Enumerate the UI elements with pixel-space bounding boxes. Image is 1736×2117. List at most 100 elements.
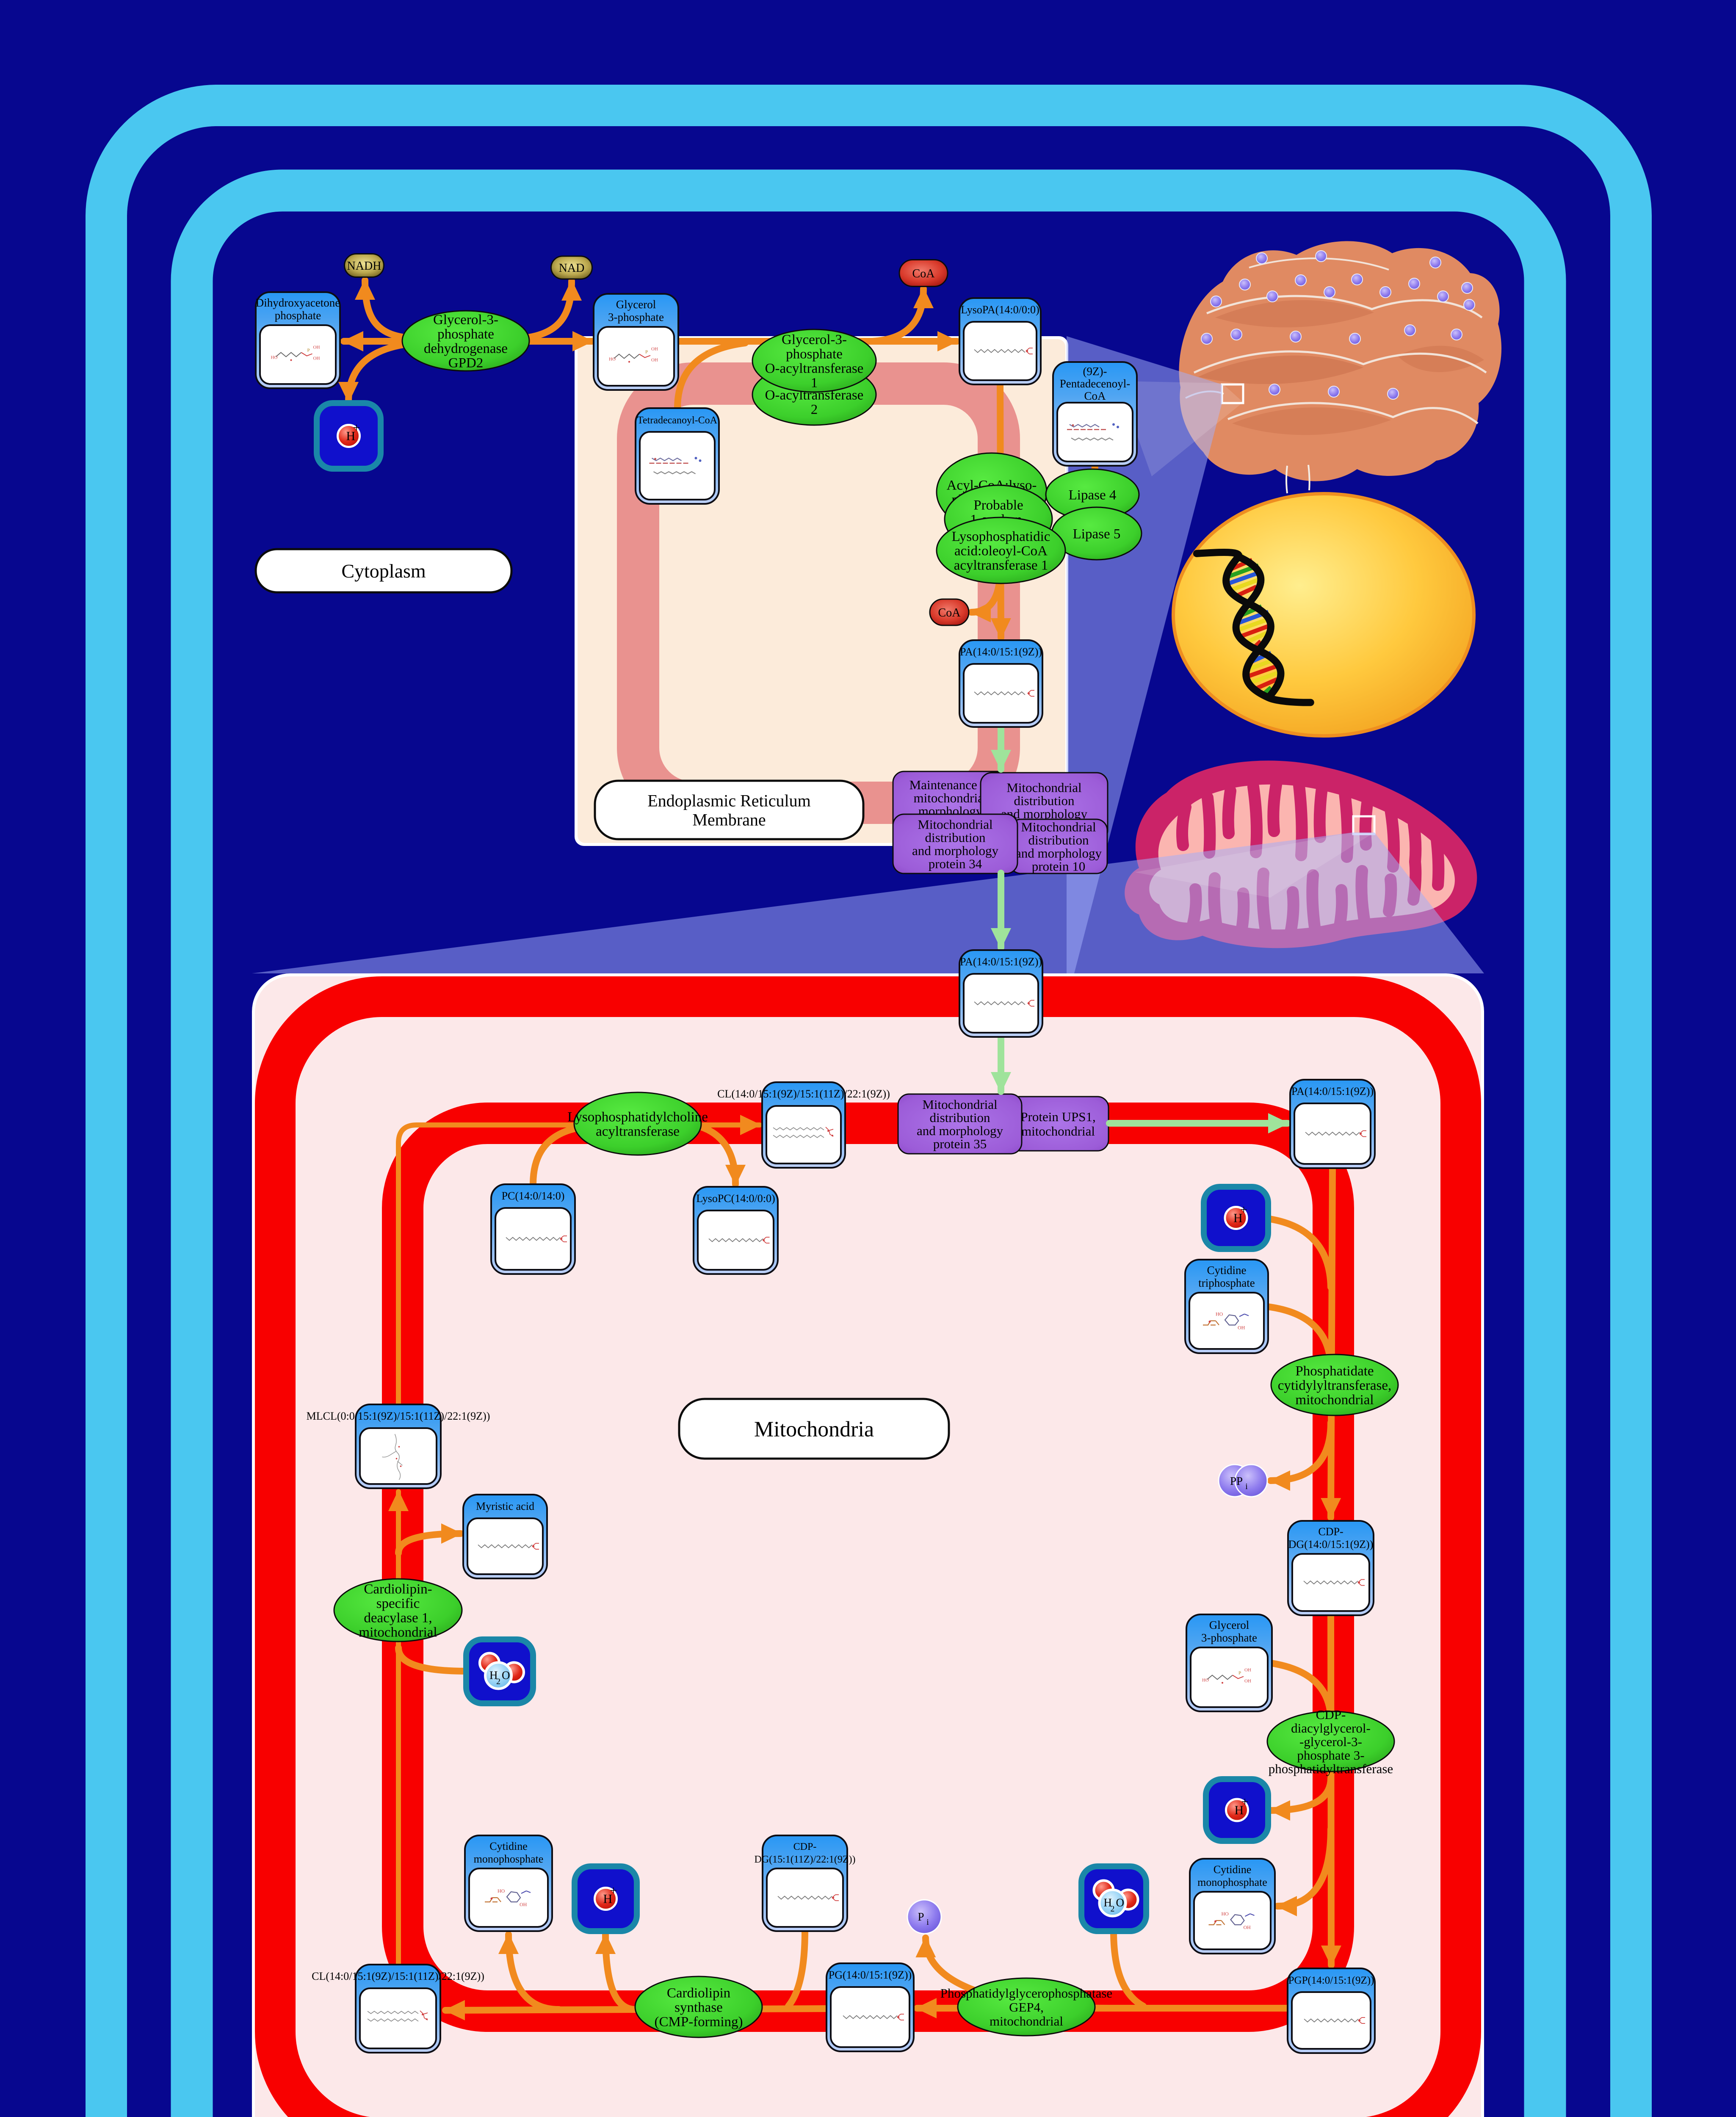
svg-text:phosphatidyltransferase: phosphatidyltransferase — [1269, 1761, 1393, 1776]
svg-text:distribution: distribution — [930, 1110, 990, 1125]
svg-text:Lipase 5: Lipase 5 — [1073, 527, 1121, 542]
svg-text:H: H — [1104, 1896, 1112, 1909]
svg-text:i: i — [926, 1918, 929, 1927]
svg-text:mitochondrial: mitochondrial — [359, 1625, 437, 1640]
svg-text:Lysophosphatidic: Lysophosphatidic — [952, 529, 1050, 544]
svg-text:P: P — [1238, 1671, 1241, 1676]
svg-text:OH: OH — [313, 345, 320, 350]
svg-text:+: + — [1241, 1795, 1249, 1809]
svg-text:protein 10: protein 10 — [1032, 859, 1086, 873]
svg-text:Glycerol-3-: Glycerol-3- — [782, 332, 847, 348]
svg-text:-glycerol-3-: -glycerol-3- — [1299, 1734, 1362, 1749]
svg-text:H: H — [603, 1892, 613, 1906]
svg-text:HO: HO — [1202, 1678, 1209, 1683]
svg-text:CoA: CoA — [938, 606, 961, 619]
svg-text:+: + — [353, 421, 360, 435]
svg-text:protein 34: protein 34 — [929, 856, 982, 871]
svg-text:Cytidine: Cytidine — [1207, 1264, 1247, 1277]
svg-text:OH: OH — [1244, 1668, 1251, 1673]
svg-text:MLCL(0:0/15:1(9Z)/15:1(11Z)/22: MLCL(0:0/15:1(9Z)/15:1(11Z)/22:1(9Z)) — [307, 1410, 490, 1422]
svg-text:distribution: distribution — [1014, 793, 1075, 808]
svg-text:Cytoplasm: Cytoplasm — [341, 560, 426, 582]
svg-text:deacylase 1,: deacylase 1, — [364, 1611, 432, 1626]
svg-text:LysoPC(14:0/0:0): LysoPC(14:0/0:0) — [696, 1192, 775, 1205]
svg-text:H: H — [489, 1669, 498, 1682]
svg-text:(CMP-forming): (CMP-forming) — [655, 2015, 743, 2030]
svg-text:2: 2 — [1111, 1904, 1115, 1914]
svg-text:OH: OH — [313, 356, 320, 361]
svg-text:3-phosphate: 3-phosphate — [608, 311, 664, 323]
svg-text:LysoPA(14:0/0:0): LysoPA(14:0/0:0) — [961, 304, 1039, 316]
svg-text:PGP(14:0/15:1(9Z)): PGP(14:0/15:1(9Z)) — [1288, 1975, 1374, 1986]
svg-text:Cardiolipin-: Cardiolipin- — [364, 1582, 432, 1597]
svg-text:PA(14:0/15:1(9Z)): PA(14:0/15:1(9Z)) — [1291, 1085, 1374, 1097]
svg-text:Membrane: Membrane — [692, 810, 766, 829]
svg-text:GPD2: GPD2 — [448, 356, 484, 371]
svg-text:phosphate: phosphate — [275, 309, 321, 322]
svg-text:DG(15:1(11Z)/22:1(9Z)): DG(15:1(11Z)/22:1(9Z)) — [754, 1854, 855, 1865]
svg-text:CDP-: CDP- — [1316, 1707, 1346, 1722]
svg-text:Pentadecenoyl-: Pentadecenoyl- — [1060, 377, 1130, 390]
svg-text:phosphate: phosphate — [786, 347, 843, 362]
svg-text:distribution: distribution — [1028, 832, 1089, 847]
svg-text:Dihydroxyacetone: Dihydroxyacetone — [256, 296, 340, 309]
svg-text:Glycerol: Glycerol — [616, 298, 656, 311]
svg-text:specific: specific — [376, 1596, 420, 1611]
svg-text:acid:oleoyl-CoA: acid:oleoyl-CoA — [954, 544, 1048, 559]
svg-text:and morphology: and morphology — [1015, 846, 1102, 860]
svg-text:distribution: distribution — [925, 830, 986, 845]
svg-text:CL(14:0/15:1(9Z)/15:1(11Z)/22:: CL(14:0/15:1(9Z)/15:1(11Z)/22:1(9Z)) — [717, 1088, 890, 1100]
svg-text:OH: OH — [520, 1901, 527, 1907]
svg-text:O-acyltransferase: O-acyltransferase — [765, 361, 864, 376]
svg-text:GEP4,: GEP4, — [1009, 2000, 1044, 2015]
svg-text:+: + — [610, 1884, 617, 1898]
svg-text:synthase: synthase — [674, 2000, 723, 2015]
svg-text:Endoplasmic Reticulum: Endoplasmic Reticulum — [647, 791, 811, 810]
svg-text:2: 2 — [496, 1677, 500, 1686]
svg-text:NADH: NADH — [347, 260, 381, 273]
svg-text:H: H — [1235, 1803, 1244, 1817]
svg-text:Glycerol: Glycerol — [1209, 1619, 1249, 1631]
svg-text:CoA: CoA — [1084, 390, 1106, 402]
svg-text:OH: OH — [1244, 1924, 1251, 1930]
svg-text:PC(14:0/14:0): PC(14:0/14:0) — [502, 1190, 565, 1202]
svg-text:+: + — [1240, 1203, 1247, 1217]
svg-text:Cytidine: Cytidine — [1214, 1863, 1252, 1876]
svg-text:and morphology: and morphology — [912, 843, 999, 858]
svg-text:Lysophosphatidylcholine: Lysophosphatidylcholine — [567, 1110, 708, 1125]
svg-text:phosphate: phosphate — [437, 327, 494, 342]
svg-text:Lipase 4: Lipase 4 — [1069, 488, 1117, 503]
svg-text:monophosphate: monophosphate — [474, 1853, 544, 1865]
svg-text:HO: HO — [609, 357, 616, 362]
svg-text:acyltransferase 1: acyltransferase 1 — [954, 558, 1048, 573]
svg-text:HO: HO — [271, 355, 278, 360]
svg-text:NAD: NAD — [559, 262, 585, 275]
svg-text:H: H — [346, 429, 356, 443]
svg-text:CL(14:0/15:1(9Z)/15:1(11Z)/22:: CL(14:0/15:1(9Z)/15:1(11Z)/22:1(9Z)) — [312, 1970, 484, 1982]
svg-text:3-phosphate: 3-phosphate — [1201, 1631, 1257, 1644]
svg-text:Mitochondrial: Mitochondrial — [918, 817, 992, 832]
svg-text:2: 2 — [811, 402, 818, 417]
svg-text:mitochondrial: mitochondrial — [1295, 1393, 1374, 1408]
svg-text:diacylglycerol-: diacylglycerol- — [1291, 1721, 1371, 1736]
svg-text:OH: OH — [651, 358, 658, 363]
svg-text:Probable: Probable — [973, 498, 1023, 513]
svg-text:Myristic acid: Myristic acid — [476, 1500, 534, 1512]
svg-text:DG(14:0/15:1(9Z)): DG(14:0/15:1(9Z)) — [1288, 1538, 1374, 1550]
svg-text:protein 35: protein 35 — [933, 1136, 987, 1151]
svg-text:acyltransferase: acyltransferase — [596, 1124, 680, 1139]
svg-text:P: P — [918, 1910, 924, 1923]
svg-text:dehydrogenase: dehydrogenase — [424, 341, 508, 357]
svg-text:HO: HO — [1216, 1311, 1223, 1317]
svg-text:PG(14:0/15:1(9Z)): PG(14:0/15:1(9Z)) — [829, 1969, 912, 1981]
svg-text:mitochondrial: mitochondrial — [914, 790, 987, 805]
svg-text:Mitochondrial: Mitochondrial — [1006, 780, 1081, 795]
svg-text:Cardiolipin: Cardiolipin — [667, 1986, 730, 2001]
svg-text:Glycerol-3-: Glycerol-3- — [433, 312, 498, 328]
svg-text:Phosphatidylglycerophosphatase: Phosphatidylglycerophosphatase — [940, 1986, 1112, 2001]
svg-text:CDP-: CDP- — [1318, 1526, 1343, 1538]
svg-text:monophosphate: monophosphate — [1197, 1876, 1267, 1888]
svg-text:Mitochondrial: Mitochondrial — [1021, 819, 1096, 834]
svg-text:O: O — [502, 1669, 510, 1682]
svg-text:cytidylyltransferase,: cytidylyltransferase, — [1278, 1378, 1391, 1393]
